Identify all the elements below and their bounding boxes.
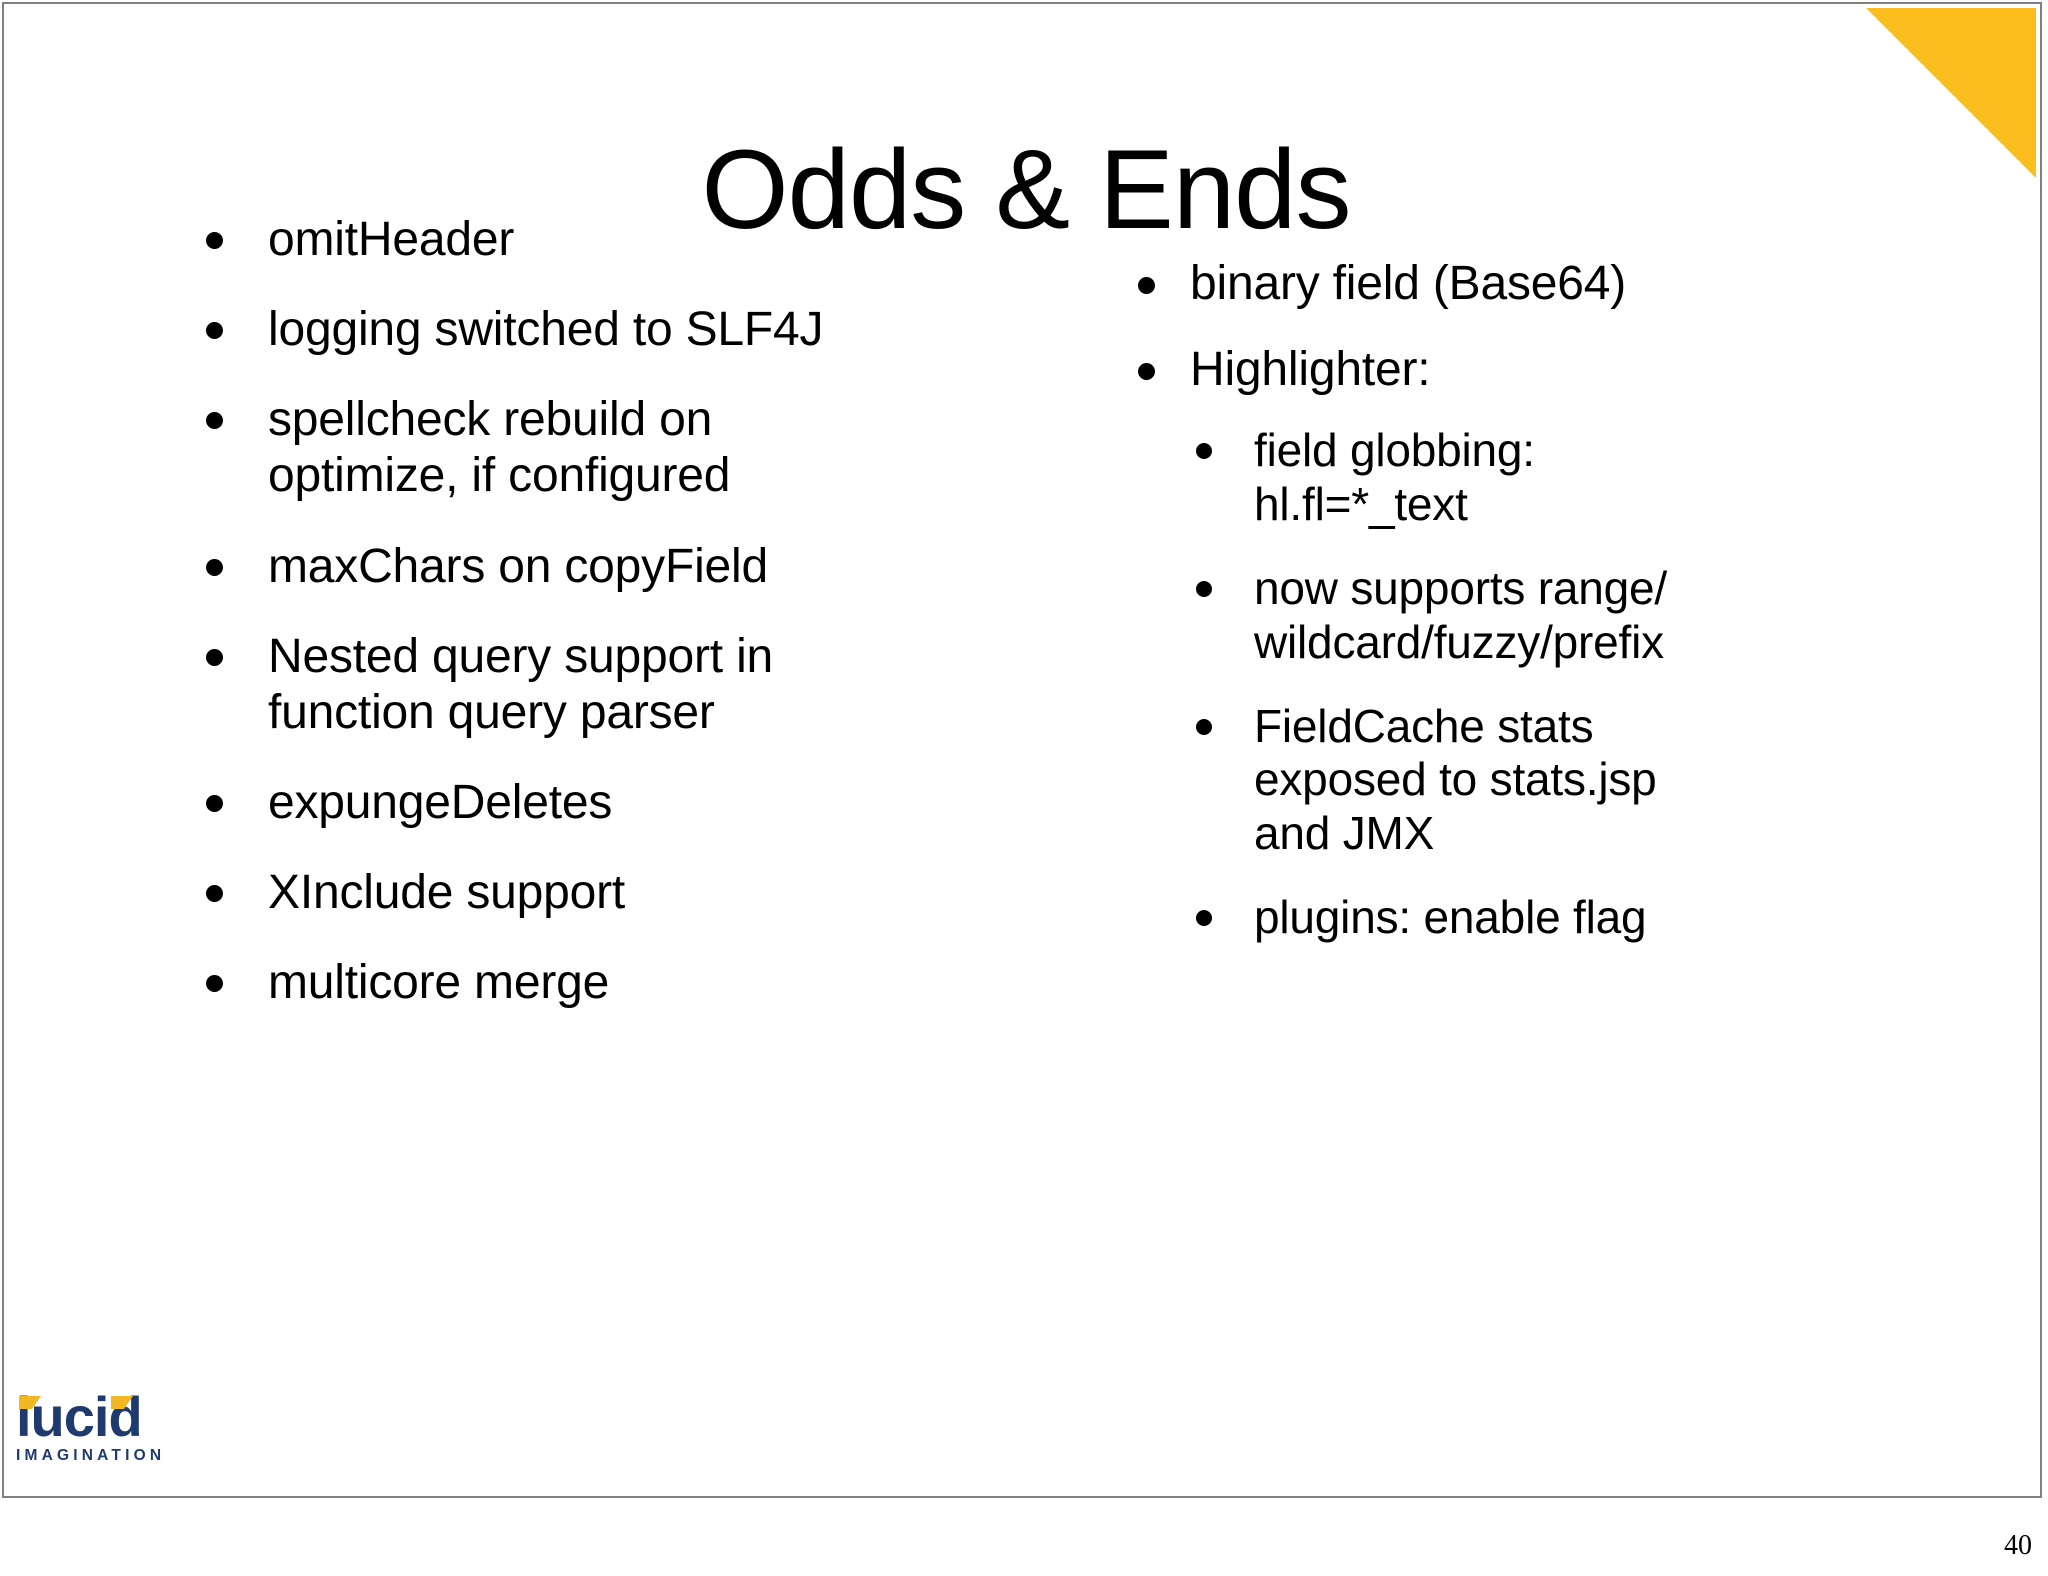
right-column: binary field (Base64) Highlighter: field… [1104,256,1904,975]
bullet-dot-icon [1196,580,1212,597]
bullet-label: binary field (Base64) [1190,257,1627,310]
list-item: Highlighter: field globbing: hl.fl=*_tex… [1104,342,1904,945]
bullet-dot-icon [206,795,223,813]
list-item: now supports range/ wildcard/fuzzy/prefi… [1190,562,1904,670]
list-item: expungeDeletes [184,775,844,831]
right-bullet-list: binary field (Base64) Highlighter: field… [1104,256,1904,945]
bullet-dot-icon [1196,718,1212,735]
list-item: Nested query support in function query p… [184,629,844,741]
bullet-dot-icon [206,412,223,430]
bullet-label: Highlighter: [1190,343,1431,397]
sub-bullet-label: now supports range/ wildcard/fuzzy/prefi… [1254,561,1668,668]
logo-word-text: lucid [16,1385,143,1448]
bullet-dot-icon [206,975,223,993]
list-item: field globbing: hl.fl=*_text [1190,424,1904,532]
page-title: Odds & Ends [701,127,1352,253]
bullet-dot-icon [1138,363,1155,381]
bullet-label: XInclude support [268,866,626,920]
left-bullet-list: omitHeader logging switched to SLF4J spe… [184,212,844,1012]
page-number: 40 [2004,1530,2032,1561]
bullet-dot-icon [1138,277,1155,294]
list-item: maxChars on copyField [184,539,844,595]
list-item: binary field (Base64) [1104,256,1904,312]
bullet-dot-icon [206,648,223,666]
logo-accent-dot-icon [111,1396,133,1409]
slide-frame: Odds & Ends omitHeader logging switched … [2,2,2042,1498]
bullet-label: maxChars on copyField [268,539,769,593]
logo-tagline: IMAGINATION [16,1446,166,1464]
bullet-label: logging switched to SLF4J [268,303,824,357]
bullet-dot-icon [1196,910,1212,926]
list-item: FieldCache stats exposed to stats.jsp an… [1190,700,1904,861]
list-item: plugins: enable flag [1190,891,1904,945]
lucid-imagination-logo: lucid IMAGINATION [16,1389,196,1474]
bullet-label: Nested query support in function query p… [268,629,774,739]
sub-bullet-label: field globbing: hl.fl=*_text [1254,424,1535,531]
sub-bullet-label: FieldCache stats exposed to stats.jsp an… [1254,699,1657,860]
bullet-label: expungeDeletes [268,776,613,830]
highlighter-sub-list: field globbing: hl.fl=*_text now support… [1190,424,1904,945]
bullet-label: multicore merge [268,956,610,1010]
logo-accent-triangle-icon [19,1396,41,1409]
list-item: logging switched to SLF4J [184,302,844,358]
list-item: multicore merge [184,955,844,1011]
bullet-label: omitHeader [268,213,515,266]
list-item: omitHeader [184,212,844,268]
corner-triangle-decoration [1866,8,2036,178]
left-column: omitHeader logging switched to SLF4J spe… [184,212,844,1046]
list-item: XInclude support [184,865,844,921]
bullet-dot-icon [206,558,223,576]
bullet-dot-icon [206,232,223,249]
bullet-dot-icon [1196,443,1212,460]
logo-wordmark: lucid [16,1389,196,1445]
bullet-dot-icon [206,322,223,340]
sub-bullet-label: plugins: enable flag [1254,891,1647,943]
list-item: spellcheck rebuild on optimize, if confi… [184,392,844,504]
bullet-label: spellcheck rebuild on optimize, if confi… [268,393,731,503]
bullet-dot-icon [206,885,223,903]
